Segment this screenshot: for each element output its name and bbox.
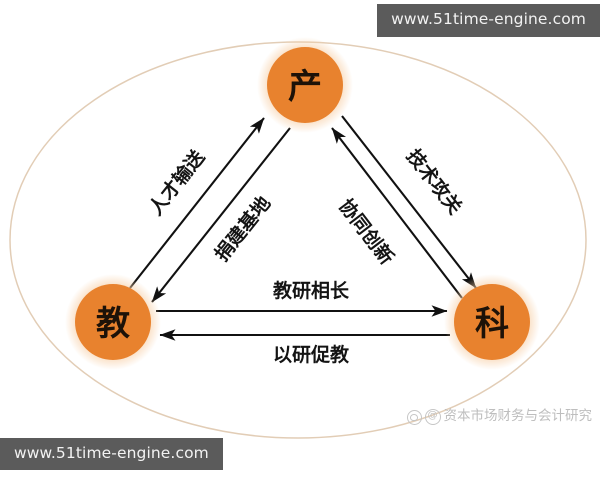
edge-label-donate-base: 捐建基地 [210,192,275,266]
edge-label-talent-delivery: 人才输送 [144,145,210,220]
node-circle[interactable] [75,284,151,360]
edge-label-research-promotes-teaching: 以研促教 [273,343,350,366]
node-circle[interactable] [267,47,343,123]
node-industry[interactable]: 产 [257,37,353,133]
edge-line [129,117,265,289]
edge-line [151,127,291,303]
node-label-research: 科 [475,304,509,344]
watermark-bottom-left: www.51time-engine.com [0,437,223,470]
node-label-education: 教 [96,304,130,344]
node-circle[interactable] [454,284,530,360]
edge-label-teaching-research-mutual-growth: 教研相长 [273,279,350,302]
edge-research-promotes-teaching: 以研促教 [159,329,450,366]
node-label-industry: 产 [288,67,322,107]
watermark-top-right: www.51time-engine.com [377,4,600,37]
edge-label-technical-breakthrough: 技术攻关 [402,145,467,219]
edge-collaborative-innovation: 协同创新 [331,127,463,299]
edge-talent-delivery: 人才输送 [129,117,265,289]
edge-technical-breakthrough: 技术攻关 [341,115,477,289]
node-education[interactable]: 教 [65,274,161,370]
node-research[interactable]: 科 [444,274,540,370]
edge-line [331,127,463,299]
edge-label-collaborative-innovation: 协同创新 [334,195,398,269]
edge-donate-base: 捐建基地 [151,127,291,303]
edge-line [341,115,477,289]
edge-teaching-research-mutual-growth: 教研相长 [156,279,448,317]
